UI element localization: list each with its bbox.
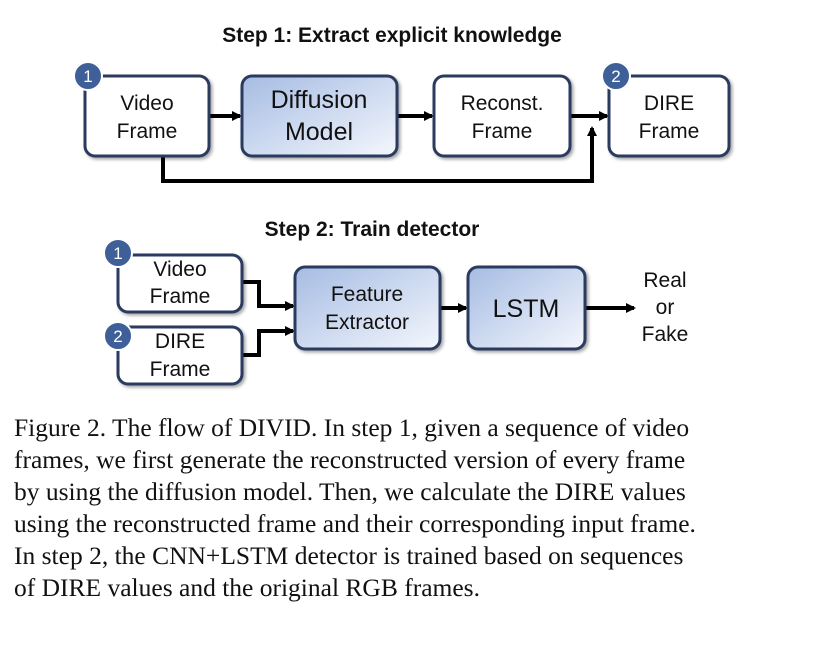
caption-line: using the reconstructed frame and their … [14, 509, 696, 538]
step2-feature-extractor-label-line2: Extractor [325, 311, 409, 334]
step1-reconst-frame-box: Reconst. Frame [432, 74, 572, 158]
step1-dire-frame-label-line1: DIRE [644, 92, 694, 115]
step1-video-frame-label-line2: Frame [117, 120, 178, 143]
arrow-dire-to-feature [242, 326, 295, 357]
step1-reconst-frame-label-line1: Reconst. [461, 92, 544, 115]
step2-badge-1-label: 1 [113, 244, 122, 263]
step2-output-line1: Real [643, 269, 686, 292]
step2-lstm-box: LSTM [466, 265, 587, 351]
caption-line: frames, we first generate the reconstruc… [14, 445, 686, 474]
step1-dire-frame-label-line2: Frame [639, 120, 700, 143]
step2-badge-2-label: 2 [113, 327, 122, 346]
step1-reconst-frame-label-line2: Frame [472, 120, 533, 143]
step1-badge-1: 1 [73, 61, 103, 91]
step1-badge-1-label: 1 [83, 67, 92, 86]
step2-badge-2: 2 [103, 321, 133, 351]
arrow-video-bypass-to-dire [161, 126, 597, 183]
step1-video-frame-box: Video Frame [83, 74, 211, 158]
step1-diffusion-model-label-line1: Diffusion [271, 86, 368, 114]
step2-feature-extractor-box: Feature Extractor [293, 265, 442, 351]
caption-line: In step 2, the CNN+LSTM detector is trai… [14, 541, 684, 570]
step2-dire-frame-box: DIRE Frame [116, 325, 244, 386]
arrow-video-to-feature [242, 280, 295, 311]
step1-title: Step 1: Extract explicit knowledge [222, 24, 562, 47]
step2-video-frame-label-line2: Frame [150, 285, 211, 308]
step2-dire-frame-label-line2: Frame [150, 358, 211, 381]
step2-title: Step 2: Train detector [265, 218, 480, 241]
flow-diagram: Step 1: Extract explicit knowledge Video… [73, 24, 731, 386]
step2-output-line3: Fake [642, 323, 689, 346]
step1-video-frame-label-line1: Video [120, 92, 173, 115]
caption-line: by using the diffusion model. Then, we c… [14, 477, 686, 506]
figure-caption: Figure 2. The flow of DIVID. In step 1, … [14, 412, 820, 604]
step1-badge-2-label: 2 [611, 67, 620, 86]
step2-lstm-label: LSTM [493, 295, 560, 323]
step2-feature-extractor-label-line1: Feature [331, 283, 403, 306]
step2-video-frame-label-line1: Video [153, 258, 206, 281]
caption-line: of DIRE values and the original RGB fram… [14, 573, 480, 602]
step2-output-line2: or [656, 296, 675, 319]
caption-line: Figure 2. The flow of DIVID. In step 1, … [14, 413, 690, 442]
step2-video-frame-box: Video Frame [116, 253, 244, 314]
step2-dire-frame-label-line1: DIRE [155, 330, 205, 353]
step1-diffusion-model-label-line2: Model [285, 118, 353, 146]
step1-diffusion-model-box: Diffusion Model [240, 74, 399, 158]
step1-dire-frame-box: DIRE Frame [607, 74, 731, 158]
step1-badge-2: 2 [601, 61, 631, 91]
step2-badge-1: 1 [103, 238, 133, 268]
